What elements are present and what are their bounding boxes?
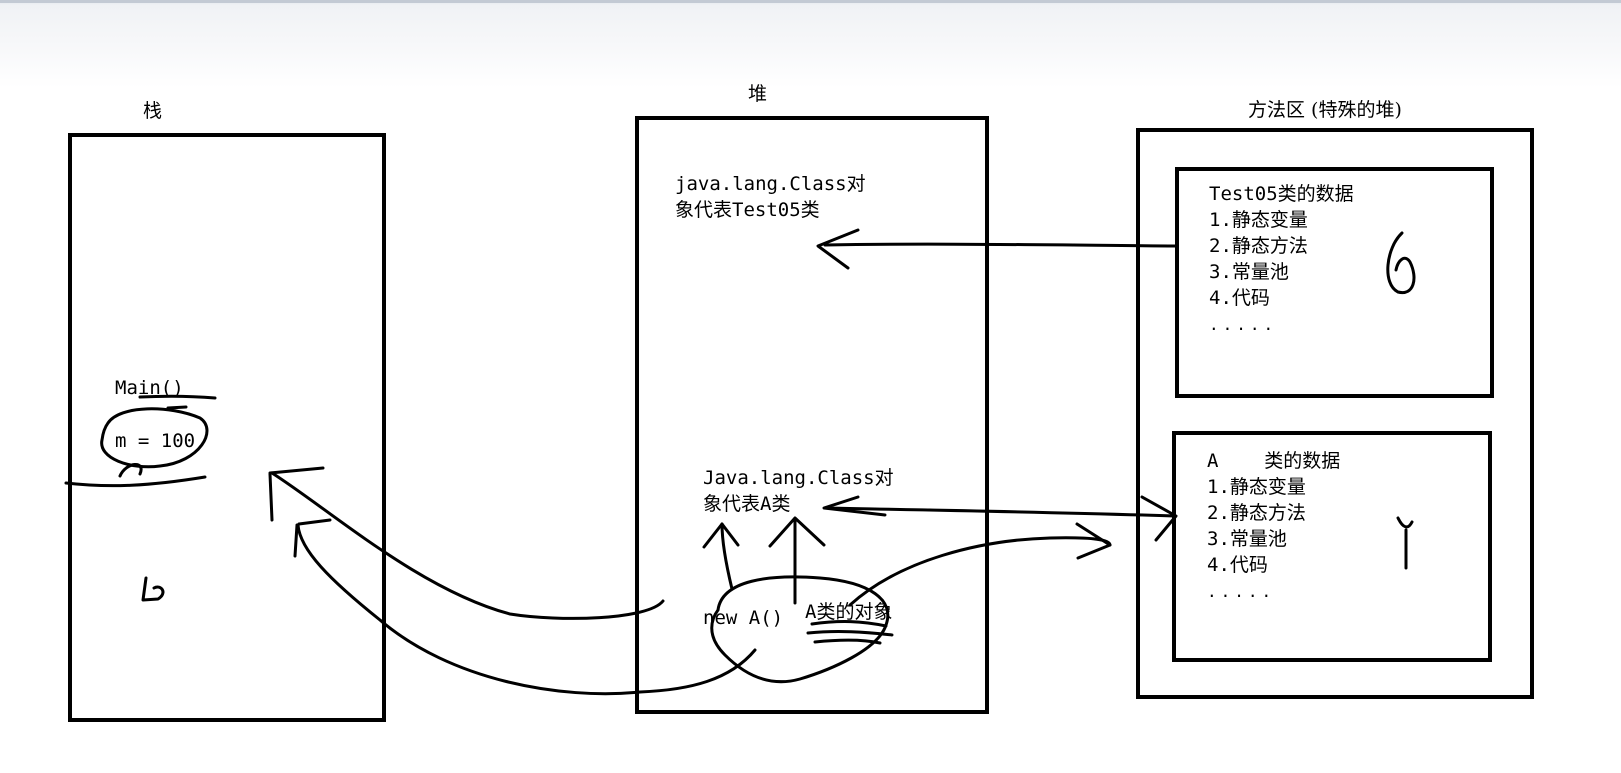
a-item-ellipsis: ..... (1207, 582, 1276, 601)
a-item-code: 4.代码 (1207, 554, 1268, 576)
a-item-static-methods: 2.静态方法 (1207, 502, 1306, 524)
heap-box: java.lang.Class对 象代表Test05类 Java.lang.Cl… (635, 116, 989, 714)
window-header-band (0, 0, 1621, 90)
a-data-title: A 类的数据 (1207, 450, 1341, 472)
class-object-test05-line1: java.lang.Class对 (675, 173, 866, 195)
heap-title: 堆 (748, 83, 768, 105)
test05-class-data-box: Test05类的数据 1.静态变量 2.静态方法 3.常量池 4.代码 ....… (1175, 167, 1494, 398)
stack-title: 栈 (143, 100, 163, 122)
a-item-static-vars: 1.静态变量 (1207, 476, 1306, 498)
test05-data-title: Test05类的数据 (1209, 183, 1354, 205)
window-top-border (0, 0, 1621, 3)
test05-item-constant-pool: 3.常量池 (1209, 261, 1289, 283)
new-a-expression: new A() (703, 607, 784, 629)
test05-item-static-methods: 2.静态方法 (1209, 235, 1308, 257)
stack-box: Main() m = 100 (68, 133, 386, 722)
main-frame-label: Main() (115, 377, 184, 399)
a-item-constant-pool: 3.常量池 (1207, 528, 1287, 550)
method-area-box: Test05类的数据 1.静态变量 2.静态方法 3.常量池 4.代码 ....… (1136, 128, 1534, 699)
class-object-a-line1: Java.lang.Class对 (703, 467, 894, 489)
a-class-data-box: A 类的数据 1.静态变量 2.静态方法 3.常量池 4.代码 ..... (1172, 431, 1492, 662)
object-to-a-data-swoop-head (1075, 522, 1112, 560)
class-object-test05-line2: 象代表Test05类 (675, 199, 820, 221)
test05-item-code: 4.代码 (1209, 287, 1270, 309)
test05-item-ellipsis: ..... (1209, 315, 1278, 334)
a-instance-label: A类的对象 (805, 601, 893, 623)
variable-m: m = 100 (115, 430, 196, 452)
test05-item-static-vars: 1.静态变量 (1209, 209, 1308, 231)
method-area-title: 方法区 (特殊的堆) (1248, 99, 1402, 121)
class-object-a-line2: 象代表A类 (703, 493, 791, 515)
